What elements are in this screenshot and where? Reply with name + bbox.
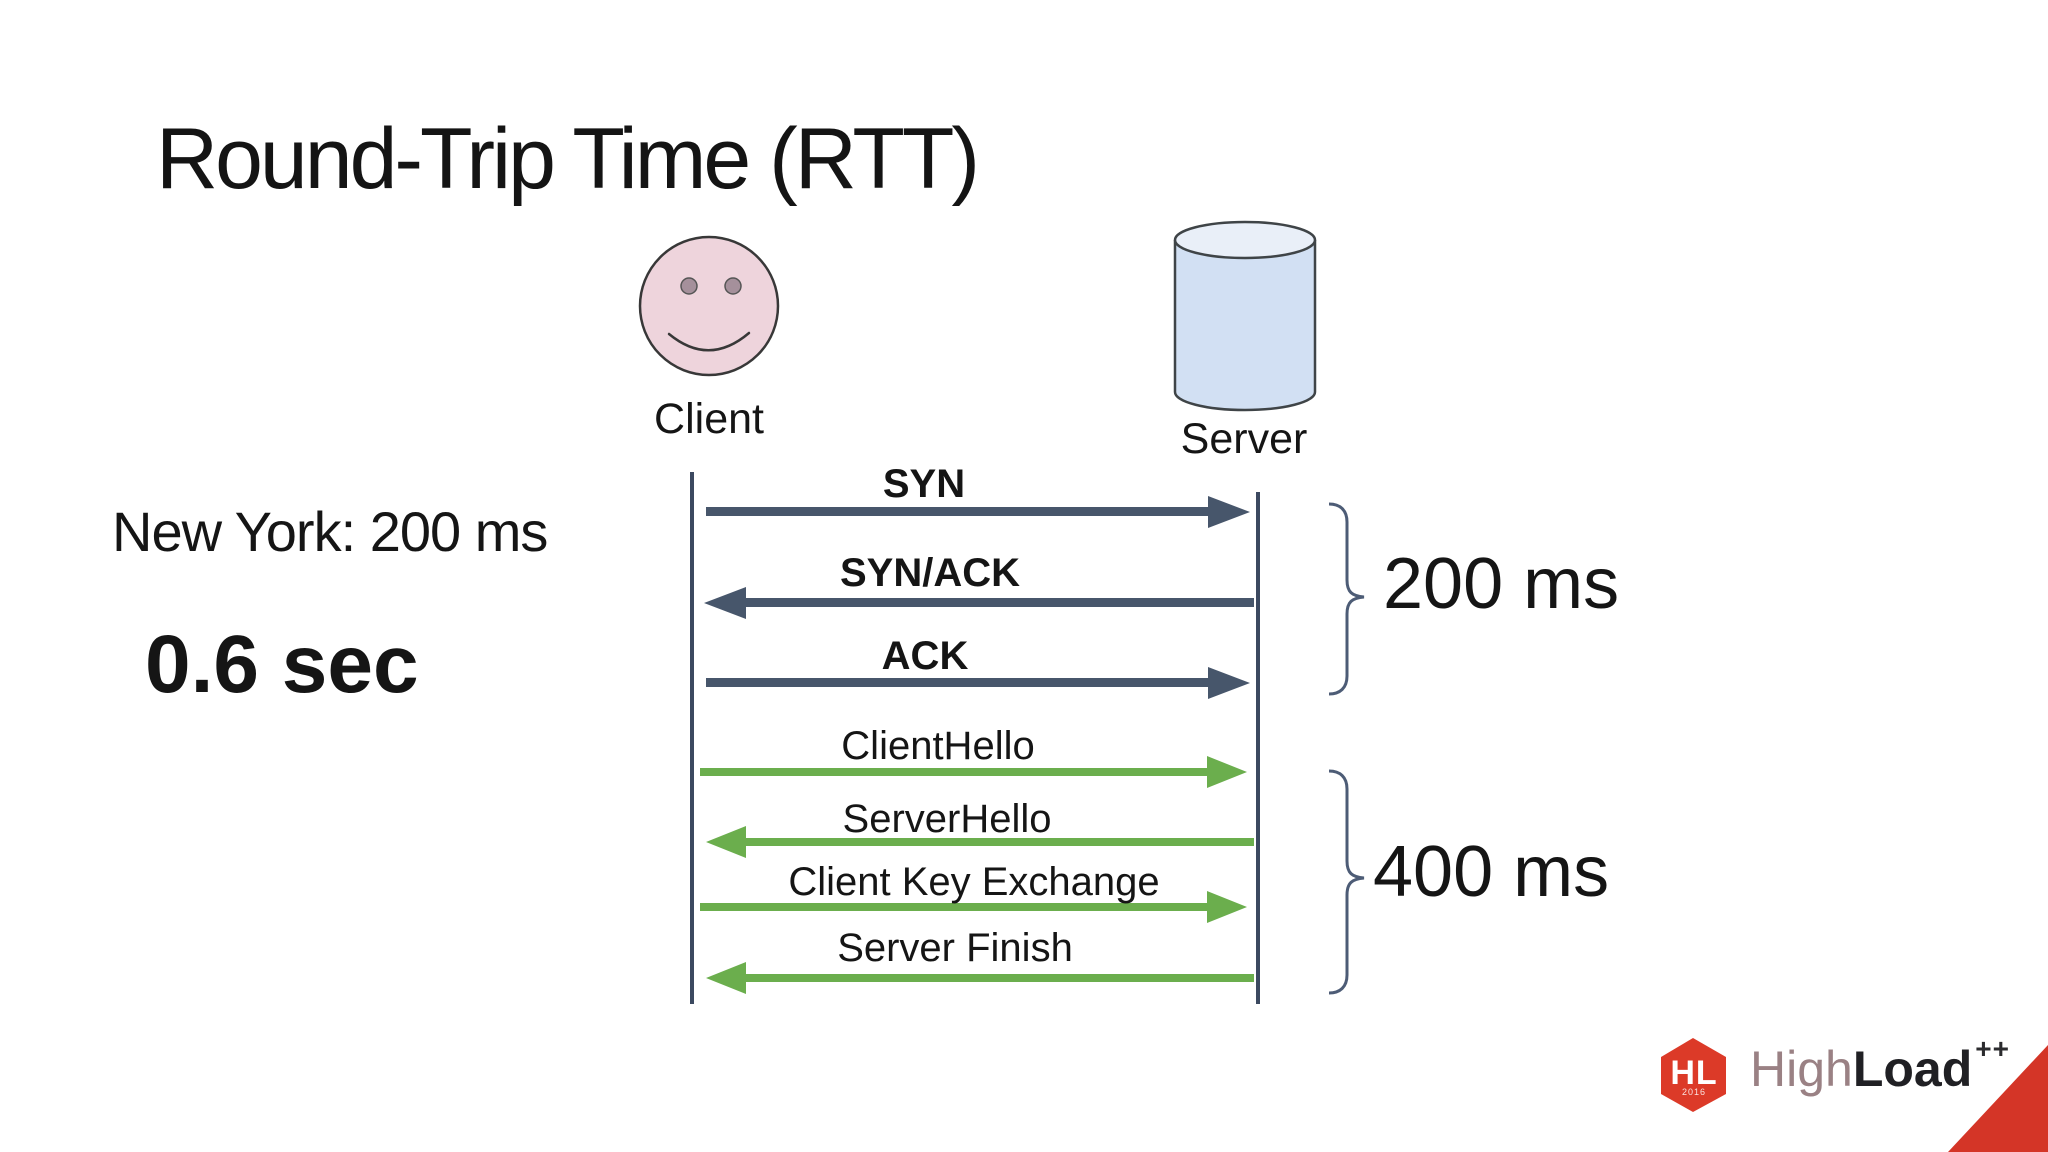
server-finish-arrow-head — [706, 962, 746, 994]
client-face-icon — [638, 235, 780, 377]
ack-arrow-shaft — [706, 678, 1208, 687]
wordmark-high: High — [1750, 1041, 1853, 1097]
message-label-ack: ACK — [881, 634, 969, 678]
syn-arrow — [706, 496, 1250, 528]
syn-arrow-head — [1208, 496, 1250, 528]
tls-duration-brace — [1328, 769, 1365, 995]
ack-arrow — [706, 667, 1250, 699]
slide-title: Round-Trip Time (RTT) — [156, 111, 980, 207]
synack-arrow — [704, 587, 1254, 619]
message-label-synack: SYN/ACK — [839, 551, 1021, 595]
message-label-client-key-exchange: Client Key Exchange — [788, 860, 1160, 904]
serverhello-arrow-head — [706, 826, 746, 858]
face-circle — [638, 235, 780, 377]
server-cylinder-icon — [1173, 220, 1317, 412]
latency-note: New York: 200 ms — [112, 500, 548, 563]
wordmark-plusplus: ++ — [1975, 1033, 2010, 1064]
cylinder-body — [1173, 240, 1317, 412]
corner-triangle-decoration — [1948, 1045, 2048, 1152]
face-eye-right — [724, 277, 742, 295]
wordmark-load: Load — [1852, 1041, 1973, 1097]
server-actor-label: Server — [1180, 415, 1308, 463]
ack-arrow-head — [1208, 667, 1250, 699]
tcp-duration-brace — [1328, 502, 1365, 696]
client-key-exchange-arrow-shaft — [700, 903, 1207, 911]
face-eye-left — [680, 277, 698, 295]
message-label-server-finish: Server Finish — [837, 926, 1073, 970]
logo-year: 2016 — [1681, 1087, 1707, 1097]
face-smile — [667, 331, 751, 352]
client-key-exchange-arrow — [700, 891, 1247, 923]
total-time-note: 0.6 sec — [145, 619, 419, 710]
logo-monogram: HL — [1670, 1054, 1718, 1092]
tcp-duration-label: 200 ms — [1383, 544, 1620, 624]
clienthello-arrow-shaft — [700, 768, 1207, 776]
serverhello-arrow-shaft — [746, 838, 1254, 846]
synack-arrow-head — [704, 587, 746, 619]
server-finish-arrow — [706, 962, 1254, 994]
message-label-clienthello: ClientHello — [841, 724, 1035, 768]
server-finish-arrow-shaft — [746, 974, 1254, 982]
highload-hexagon-logo-icon — [1661, 1038, 1726, 1112]
synack-arrow-shaft — [746, 598, 1254, 607]
tls-duration-label: 400 ms — [1373, 832, 1610, 912]
cylinder-top — [1173, 220, 1317, 260]
client-actor-label: Client — [654, 395, 764, 443]
message-label-serverhello: ServerHello — [842, 797, 1052, 841]
syn-arrow-shaft — [706, 507, 1208, 516]
clienthello-arrow — [700, 756, 1247, 788]
serverhello-arrow — [706, 826, 1254, 858]
client-key-exchange-arrow-head — [1207, 891, 1247, 923]
clienthello-arrow-head — [1207, 756, 1247, 788]
message-label-syn: SYN — [882, 462, 966, 506]
